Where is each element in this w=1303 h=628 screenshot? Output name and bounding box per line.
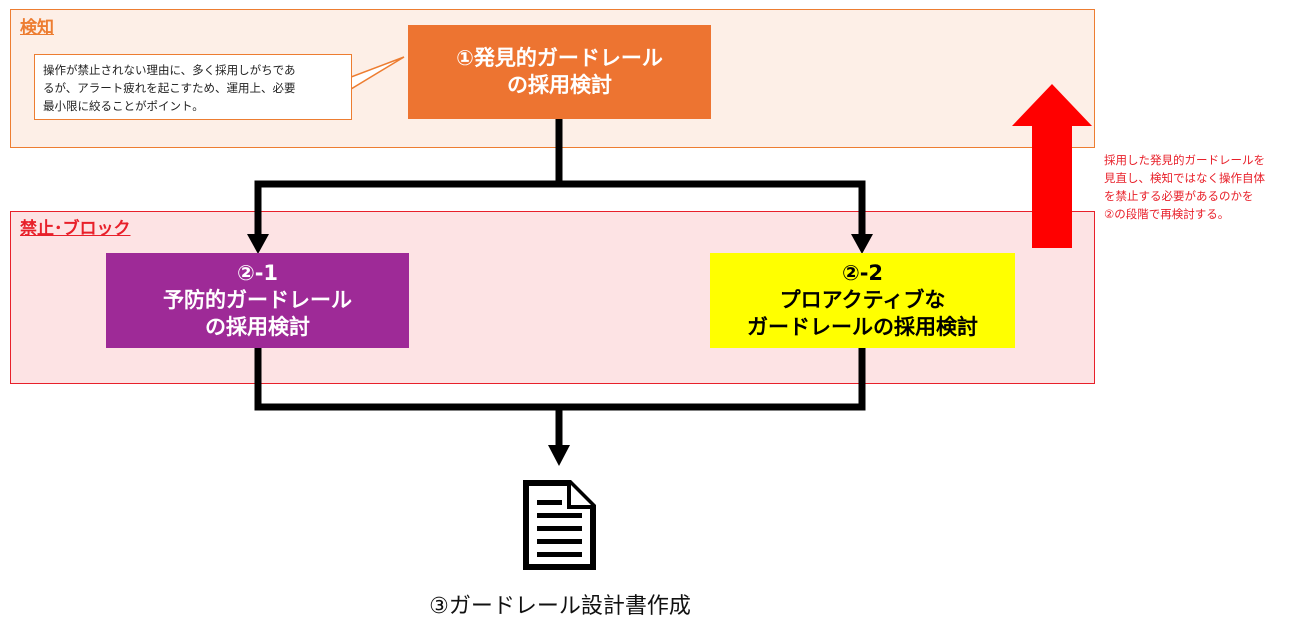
step1-label: ①発見的ガードレール の採用検討 <box>456 46 663 97</box>
callout-line: 最小限に絞ることがポイント。 <box>43 99 204 113</box>
step2-1-label: ②-1 予防的ガードレール の採用検討 <box>163 261 352 339</box>
output-label: ③ガードレール設計書作成 <box>429 594 691 619</box>
connector-merge <box>254 347 866 411</box>
callout-line: 操作が禁止されない理由に、多く採用しがちであ <box>43 63 296 77</box>
feedback-note-line: 見直し、検知ではなく操作自体 <box>1104 171 1265 185</box>
callout-line: るが、アラート疲れを起こすため、運用上、必要 <box>43 81 296 95</box>
arrowhead-to-step2b <box>851 234 873 254</box>
feedback-note: 採用した発見的ガードレールを 見直し、検知ではなく操作自体 を禁止する必要がある… <box>1104 151 1300 223</box>
feedback-up-arrow-icon <box>1012 84 1092 248</box>
detect-zone-title: 検知 <box>20 18 54 38</box>
callout-note: 操作が禁止されない理由に、多く採用しがちであ るが、アラート疲れを起こすため、運… <box>34 54 352 120</box>
feedback-note-line: を禁止する必要があるのかを <box>1104 189 1254 203</box>
block-zone-title: 禁止･ブロック <box>20 219 131 239</box>
arrowhead-to-output <box>548 445 570 466</box>
step2-2-label: ②-2 プロアクティブな ガードレールの採用検討 <box>747 261 978 339</box>
feedback-note-line: 採用した発見的ガードレールを <box>1104 153 1265 167</box>
feedback-note-line: ②の段階で再検討する。 <box>1104 207 1230 221</box>
document-icon <box>523 480 596 570</box>
connector-split <box>254 180 866 236</box>
step2-2-proactive-guardrail-box: ②-2 プロアクティブな ガードレールの採用検討 <box>710 253 1015 348</box>
arrowhead-to-step2a <box>247 234 269 254</box>
step1-detective-guardrail-box: ①発見的ガードレール の採用検討 <box>408 25 711 119</box>
callout-pointer <box>350 56 405 91</box>
step2-1-preventive-guardrail-box: ②-1 予防的ガードレール の採用検討 <box>106 253 409 348</box>
